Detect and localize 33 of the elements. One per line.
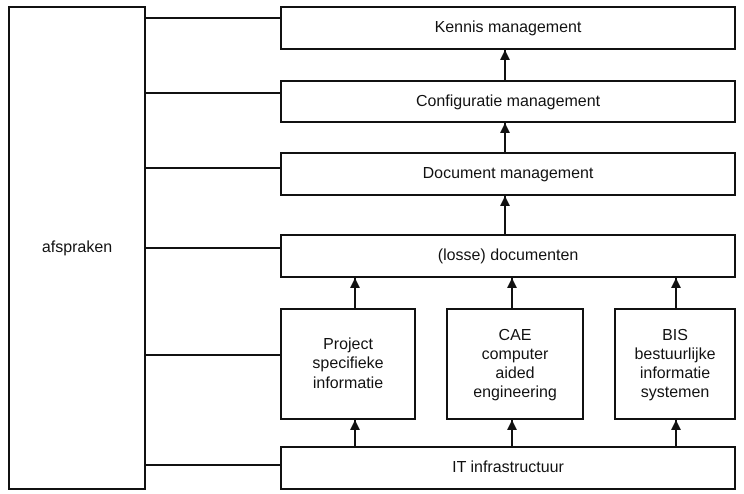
box-label: (losse) documenten [438, 246, 578, 266]
box-label: Document management [422, 164, 594, 184]
box-label: afspraken [42, 238, 112, 258]
box-label: CAE computer aided engineering [472, 326, 558, 402]
arrow [671, 420, 681, 446]
arrow [671, 278, 681, 308]
arrow [507, 420, 517, 446]
process-box [280, 308, 416, 420]
connector-line [146, 247, 280, 249]
process-box [280, 152, 736, 196]
connector-line [146, 167, 280, 169]
box-label: Project specifieke informatie [311, 335, 385, 393]
box-label: BIS bestuurlijke informatie systemen [634, 326, 716, 402]
arrow [350, 420, 360, 446]
arrow [500, 123, 510, 152]
arrow [350, 278, 360, 308]
connector-line [146, 354, 280, 356]
box-label: IT infrastructuur [452, 458, 564, 478]
process-box [614, 308, 736, 420]
arrow [500, 196, 510, 234]
connector-line [146, 17, 280, 19]
box-label: Configuratie management [416, 92, 600, 112]
process-box [280, 6, 736, 50]
connector-line [146, 464, 280, 466]
process-box [446, 308, 584, 420]
arrow [507, 278, 517, 308]
process-box [280, 80, 736, 123]
process-box [280, 234, 736, 278]
side-panel [8, 6, 146, 490]
box-label: Kennis management [434, 18, 582, 38]
connector-line [146, 92, 280, 94]
process-box [280, 446, 736, 490]
arrow [500, 50, 510, 80]
